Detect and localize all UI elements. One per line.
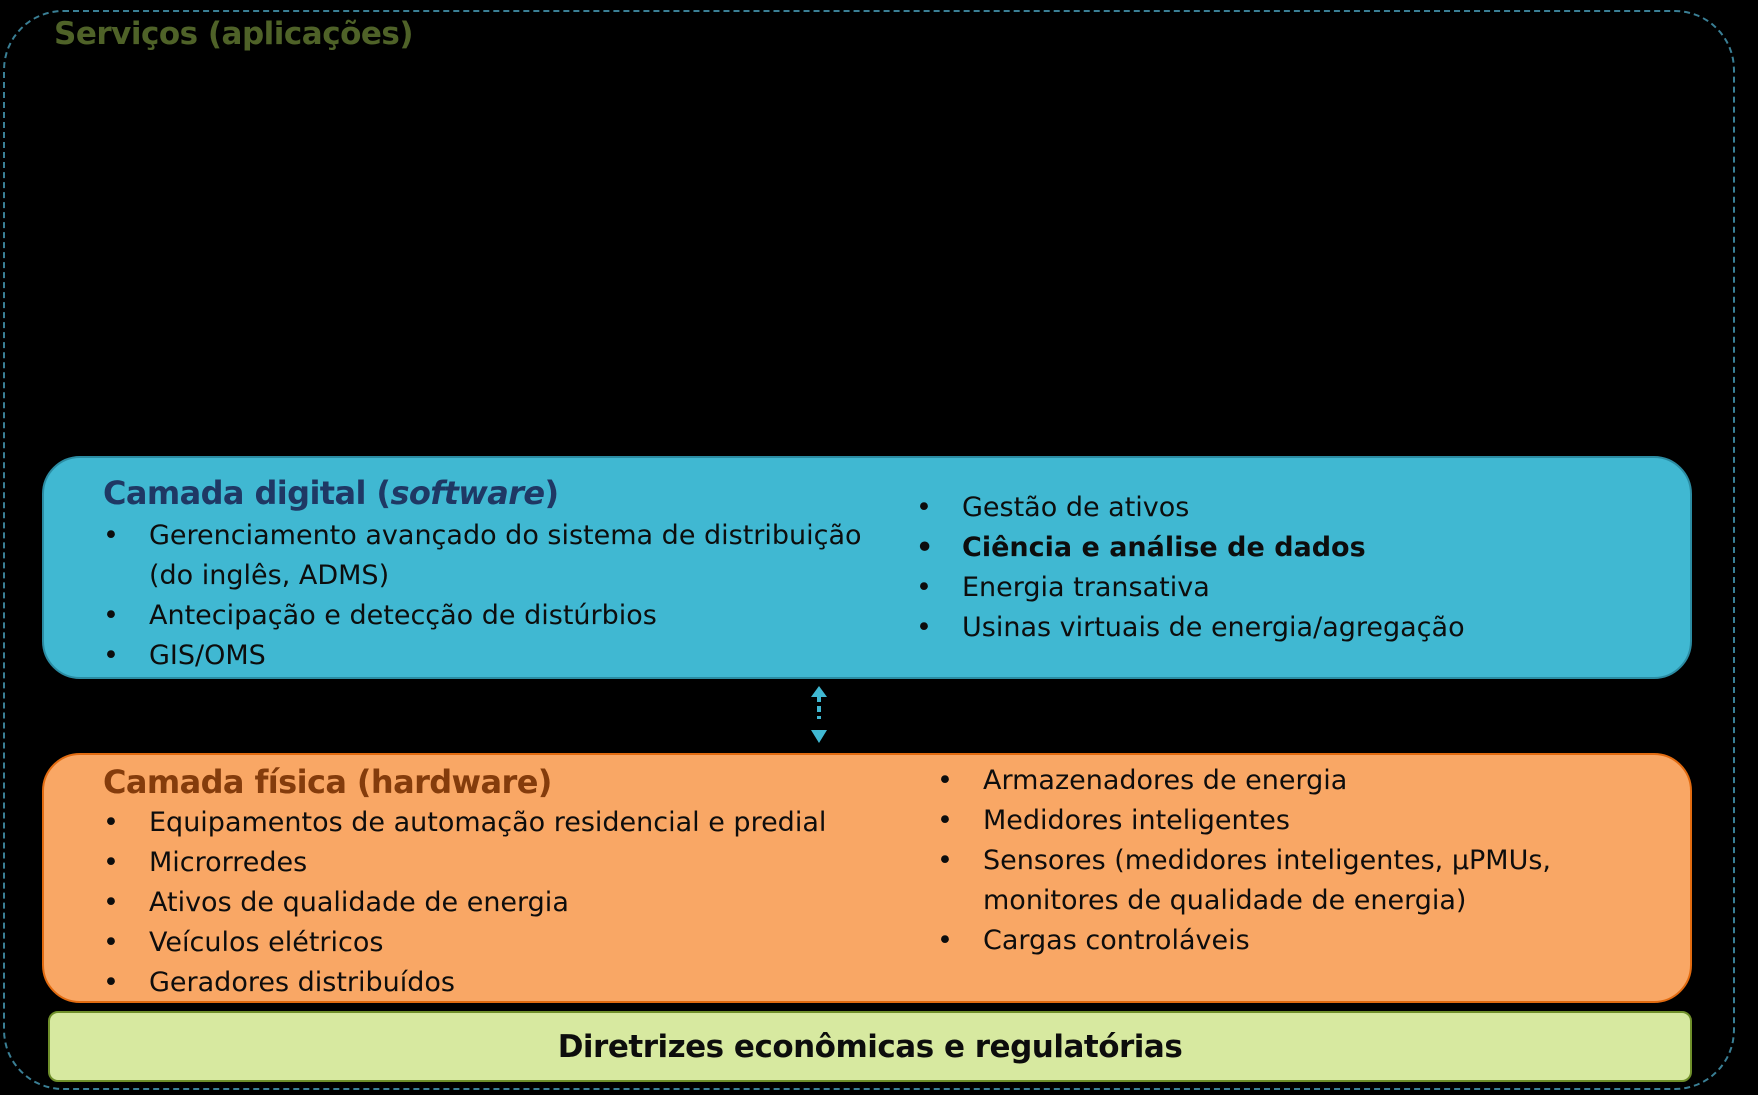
bullet-dot: • (103, 967, 119, 998)
list-item-text: Gestão de ativos (962, 492, 1190, 523)
bullet-dot: • (916, 572, 932, 603)
guidelines-box: Diretrizes econômicas e regulatórias (48, 1011, 1692, 1082)
digital-layer-box: Camada digital (software) • Gerenciamento… (42, 456, 1692, 679)
list-item-text: Cargas controláveis (983, 925, 1250, 956)
digital-title-end: ) (544, 474, 560, 512)
list-item-text: Medidores inteligentes (983, 805, 1290, 836)
bullet-dot: • (937, 805, 953, 836)
list-item: • Gestão de ativos (915, 488, 1465, 528)
services-title: Serviços (aplicações) (54, 16, 414, 52)
bullet-dot: • (103, 807, 119, 838)
list-item: • Ativos de qualidade de energia (102, 883, 826, 923)
guidelines-label: Diretrizes econômicas e regulatórias (557, 1029, 1183, 1065)
bullet-dot: • (937, 845, 953, 876)
list-item-text: Usinas virtuais de energia/agregação (962, 612, 1465, 643)
list-item: • Energia transativa (915, 568, 1465, 608)
bullet-dot: • (103, 887, 119, 918)
list-item: • Armazenadores de energia (936, 761, 1636, 801)
bullet-dot: • (103, 847, 119, 878)
bullet-dot: • (916, 492, 932, 523)
bullet-dot: • (937, 765, 953, 796)
list-item-text: Antecipação e detecção de distúrbios (149, 600, 657, 631)
bullet-dot: • (916, 532, 934, 563)
bullet-dot: • (103, 520, 119, 551)
list-item-text: Ciência e análise de dados (962, 532, 1366, 563)
bullet-dot: • (937, 925, 953, 956)
list-item: • Veículos elétricos (102, 923, 826, 963)
bullet-dot: • (916, 612, 932, 643)
list-item-text: Equipamentos de automação residencial e … (149, 807, 827, 838)
list-item-text: Ativos de qualidade de energia (149, 887, 569, 918)
list-item-text: Geradores distribuídos (149, 967, 455, 998)
digital-title-emph: software (390, 474, 545, 512)
list-item: • Medidores inteligentes (936, 801, 1636, 841)
list-item-text: Veículos elétricos (149, 927, 384, 958)
digital-title-main: Camada digital ( (103, 474, 391, 512)
list-item: • Geradores distribuídos (102, 963, 826, 1003)
list-item: • Microrredes (102, 843, 826, 883)
list-item-text: Sensores (medidores inteligentes, µPMUs,… (983, 845, 1552, 916)
list-item: • GIS/OMS (102, 636, 862, 676)
digital-right-list: • Gestão de ativos • Ciência e análise de … (915, 488, 1465, 648)
physical-left-list: • Equipamentos de automação residencial e… (102, 803, 826, 1003)
list-item: • Gerenciamento avançado do sistema de di… (102, 516, 862, 596)
bullet-dot: • (103, 600, 119, 631)
list-item-text: Gerenciamento avançado do sistema de dis… (149, 520, 862, 591)
list-item: • Usinas virtuais de energia/agregação (915, 608, 1465, 648)
services-frame (3, 10, 1735, 1090)
list-item-text: GIS/OMS (149, 640, 266, 671)
list-item: • Ciência e análise de dados (915, 528, 1465, 568)
list-item: • Antecipação e detecção de distúrbios (102, 596, 862, 636)
digital-layer-title: Camada digital (software) (103, 474, 559, 512)
physical-layer-title: Camada física (hardware) (103, 763, 552, 801)
list-item-text: Energia transativa (962, 572, 1210, 603)
bullet-dot: • (103, 640, 119, 671)
list-item: • Sensores (medidores inteligentes, µPMUs… (936, 841, 1636, 921)
list-item-text: Microrredes (149, 847, 308, 878)
physical-layer-box: Camada física (hardware) • Equipamentos d… (42, 753, 1692, 1003)
list-item-text: Armazenadores de energia (983, 765, 1348, 796)
bidirectional-arrow-icon (811, 686, 827, 743)
list-item: • Equipamentos de automação residencial e… (102, 803, 826, 843)
physical-right-list: • Armazenadores de energia • Medidores int… (936, 761, 1636, 961)
digital-left-list: • Gerenciamento avançado do sistema de di… (102, 516, 862, 676)
bullet-dot: • (103, 927, 119, 958)
list-item: • Cargas controláveis (936, 921, 1636, 961)
